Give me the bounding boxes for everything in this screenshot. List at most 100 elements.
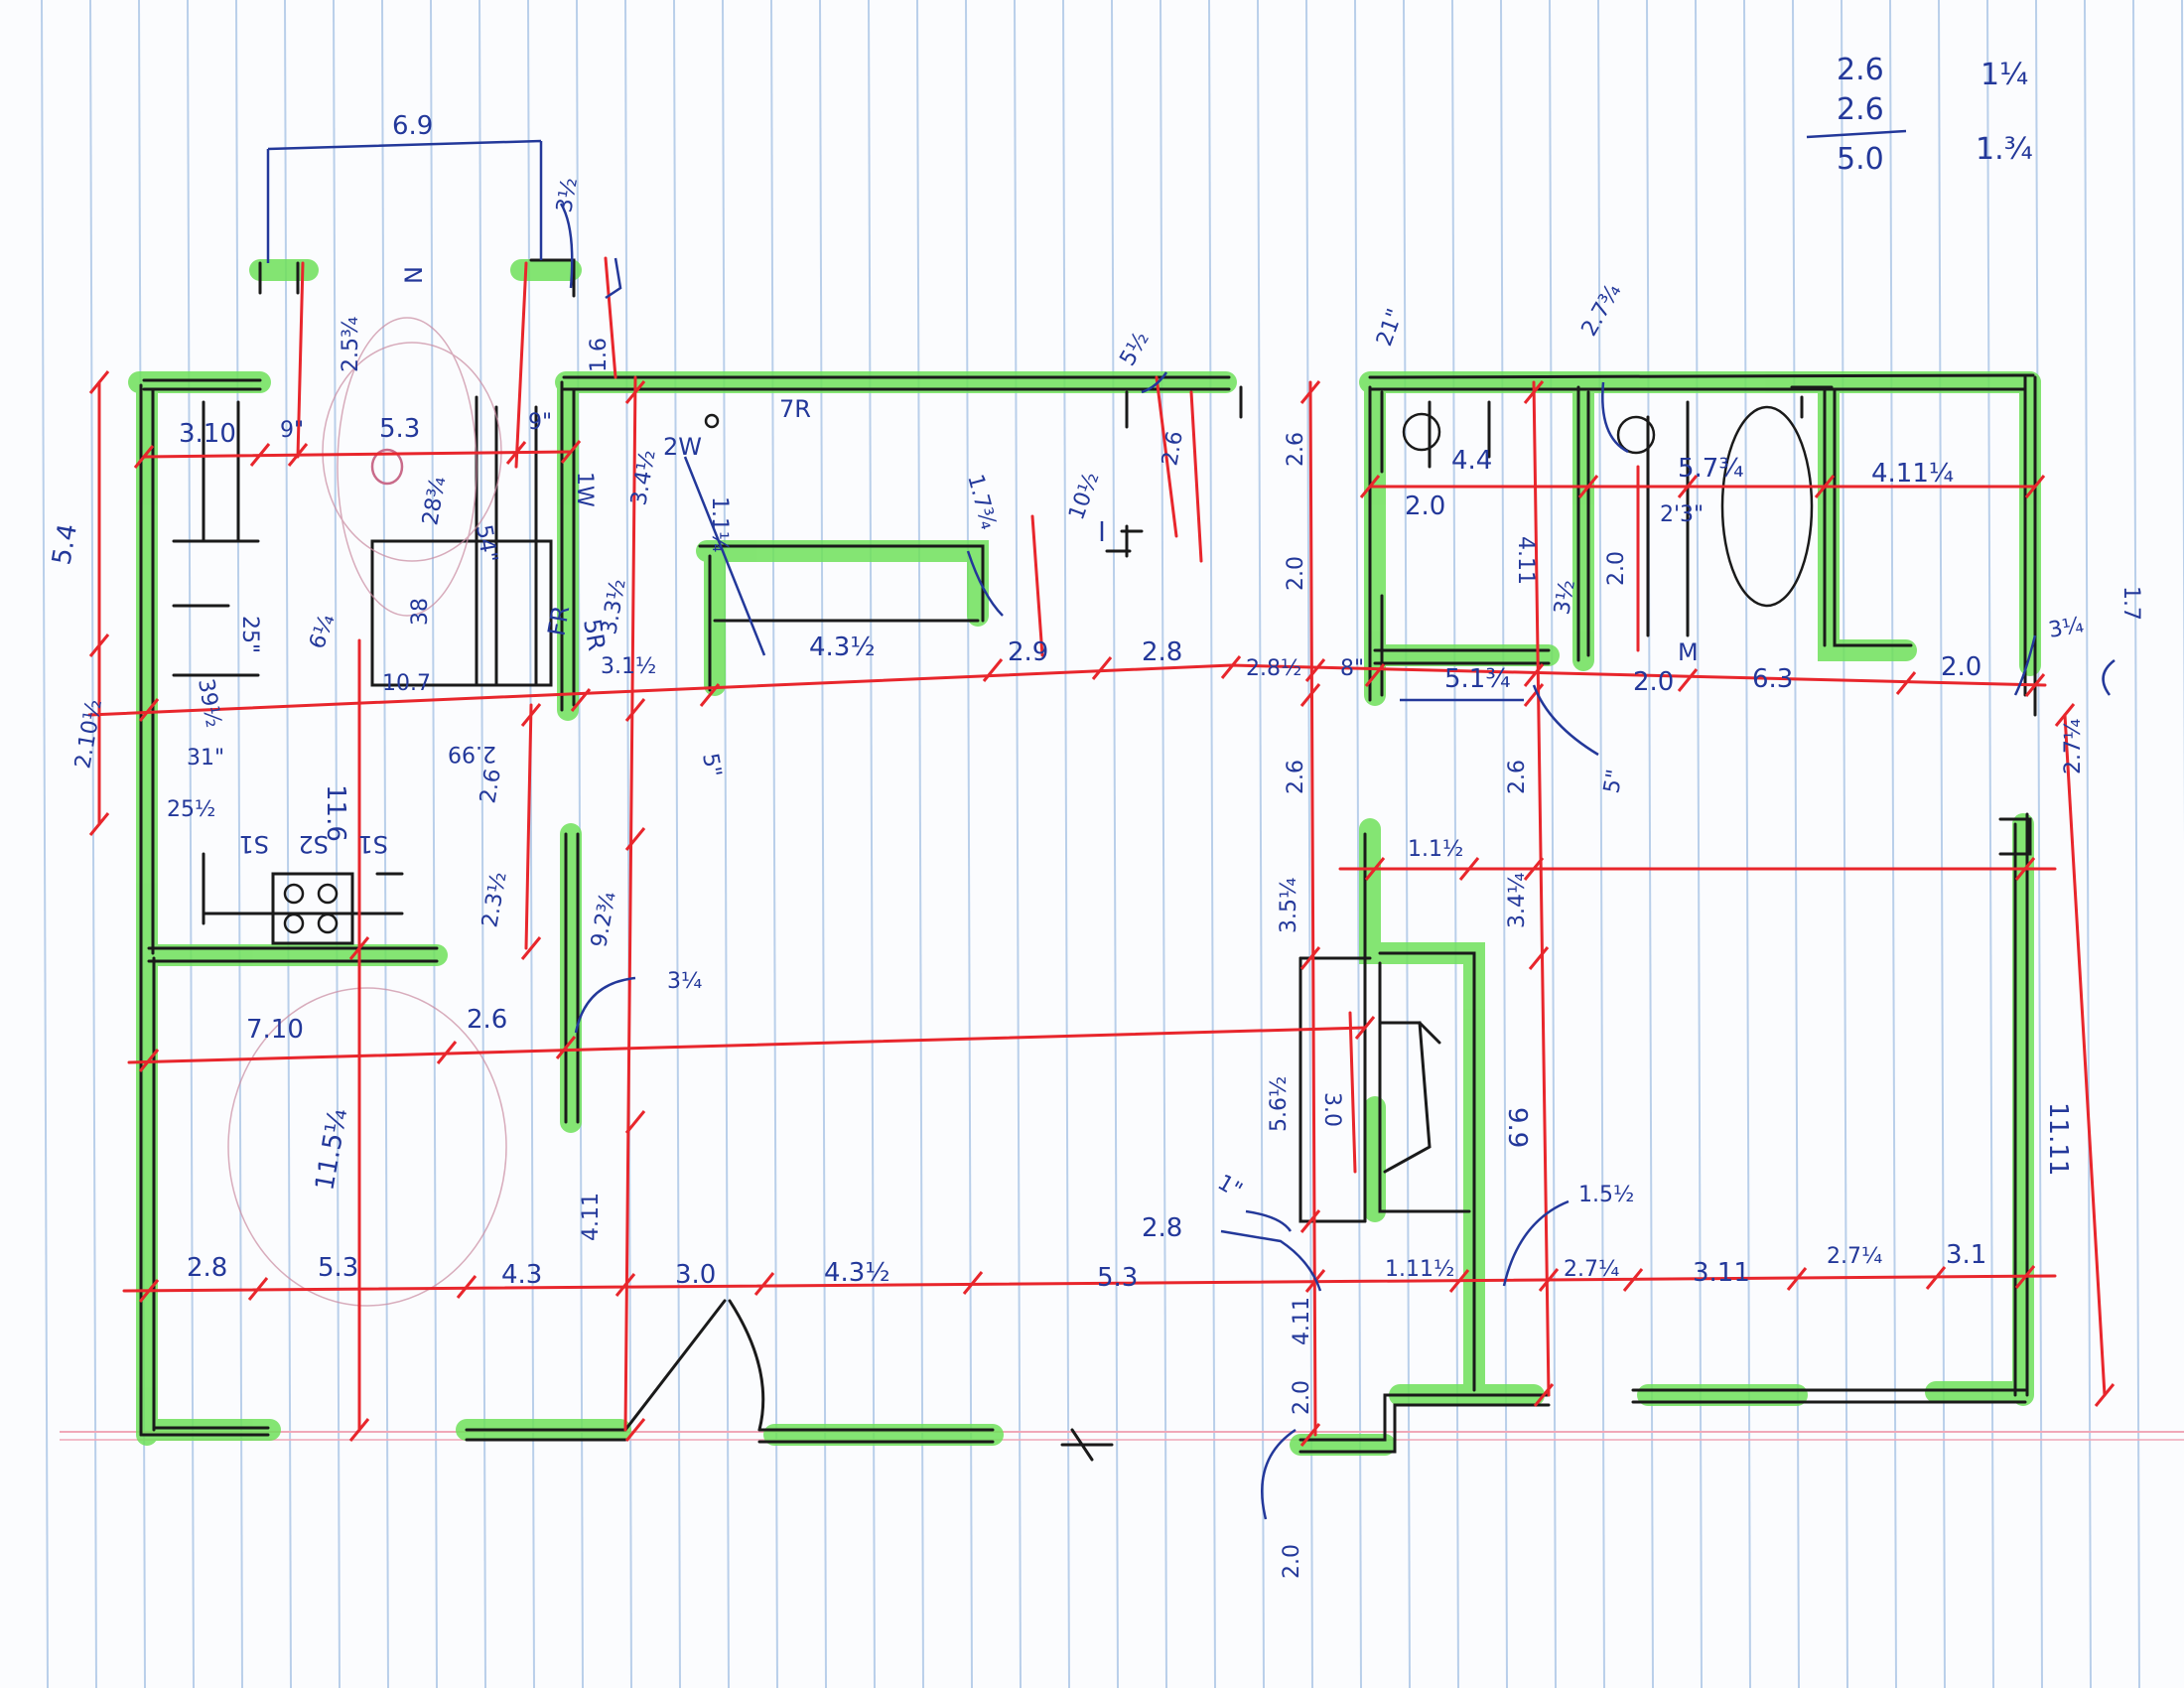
dimension-tick xyxy=(348,1418,370,1442)
dim-label: 6.3 xyxy=(1752,664,1793,694)
dim-label: 2.6 xyxy=(1505,760,1530,794)
leader-2-0-tail xyxy=(1261,1428,1297,1520)
dimension-tick xyxy=(247,1277,269,1301)
leader-3-1-4 xyxy=(574,976,636,1034)
dimension-tick xyxy=(2014,1265,2036,1289)
dim-label: 2.8 xyxy=(187,1253,227,1283)
dim-label: 11.5¼ xyxy=(310,1106,353,1193)
leader-1-5-half xyxy=(1502,1199,1570,1287)
pencil-scribbles xyxy=(227,317,507,1307)
dimension-tick xyxy=(456,1275,478,1299)
dimension-tick xyxy=(1220,655,1242,679)
dimension-tick xyxy=(520,703,542,727)
leader-2-7-3-4 xyxy=(1601,381,1629,454)
kitchen-cabinets-south xyxy=(202,852,404,925)
wall-north-left xyxy=(142,378,262,391)
dimension-tick xyxy=(348,936,370,960)
rule-line xyxy=(1792,0,1800,1688)
dim-label: 25½ xyxy=(167,797,215,822)
rule-line xyxy=(2181,0,2184,845)
calc-line-2: 2.6 xyxy=(1837,92,1884,127)
dim-label: 5.4 xyxy=(47,521,83,567)
rule-line xyxy=(916,0,924,1688)
calc-underline xyxy=(1806,129,1907,139)
dim-label: 2.8 xyxy=(1142,1213,1182,1243)
dimension-tick xyxy=(982,658,1004,682)
dim-label: 4.3 xyxy=(501,1260,542,1290)
dimension-tick xyxy=(1091,656,1113,680)
north-stair-stub-left xyxy=(258,261,300,295)
dimension-tick xyxy=(1895,671,1917,695)
dimension-tick xyxy=(624,1418,646,1442)
dim-label: 9" xyxy=(280,418,304,443)
north-stair-stub-right xyxy=(529,258,576,298)
leader-5-half xyxy=(1141,371,1168,394)
wall-bath-east xyxy=(1823,387,1913,647)
dimension-tick xyxy=(2054,703,2076,727)
leader-1-6 xyxy=(605,257,622,300)
dim-line-vert-fp xyxy=(1348,1011,1357,1174)
rule-line xyxy=(868,0,876,1688)
dim-label: 4.4 xyxy=(1451,446,1492,476)
dim-line-vert-hall xyxy=(623,375,637,1432)
dim-label: 2.0 xyxy=(1604,551,1629,586)
wall-bath-west xyxy=(1368,385,1384,702)
highlight-laundry-box xyxy=(696,540,989,627)
dim-label: 3.5¼ xyxy=(1277,878,1301,933)
dim-label: 5.6½ xyxy=(1267,1076,1292,1132)
dimension-tick xyxy=(249,443,271,467)
rule-line xyxy=(2084,0,2092,1688)
rule-line xyxy=(381,0,389,1688)
dim-label: 3.0 xyxy=(1319,1092,1344,1127)
dim-label: 3.11 xyxy=(1693,1258,1750,1288)
dimension-tick xyxy=(1925,1266,1947,1290)
leader-lines xyxy=(266,129,2116,1520)
dimension-tick xyxy=(1359,475,1381,498)
leader-1in xyxy=(1245,1209,1293,1232)
dim-label: 2.6 xyxy=(1158,429,1188,468)
dimension-tick xyxy=(1622,1268,1644,1292)
dimension-tick xyxy=(2014,857,2036,881)
dim-label: 8" xyxy=(1340,656,1364,681)
dim-label: 2.9 xyxy=(1008,637,1048,667)
walls xyxy=(139,258,2037,1462)
dim-label: 7.10 xyxy=(246,1015,304,1045)
dim-label: 2.10½ xyxy=(70,697,107,771)
tub-icon xyxy=(1720,405,1814,608)
washer-label: 2W xyxy=(663,433,702,461)
dim-label: 11.6 xyxy=(321,784,350,842)
rule-line xyxy=(430,0,438,1688)
dim-line-vert-laundry xyxy=(1030,514,1044,657)
rule-line xyxy=(1938,0,1946,1688)
dimension-tick xyxy=(699,683,721,707)
dim-label: 5" xyxy=(1599,768,1628,795)
dim-label: 9.9 xyxy=(1502,1107,1532,1148)
rule-line xyxy=(187,0,195,1688)
note-5r: 5R xyxy=(578,617,611,652)
dim-label: 2.0 xyxy=(1941,652,1981,682)
rule-line xyxy=(819,0,827,1688)
dim-line-north-stub xyxy=(604,256,617,379)
wall-south-left xyxy=(139,1426,270,1437)
dimension-tick xyxy=(570,688,592,712)
dim-label: 28¾ xyxy=(418,475,451,527)
dim-label: 2.6 xyxy=(1284,760,1308,794)
dimension-tick xyxy=(436,1041,458,1064)
dimension-tick xyxy=(1814,475,1836,498)
dim-label: 3.0 xyxy=(675,1260,716,1290)
rule-line xyxy=(1014,0,1022,1688)
dimension-tick xyxy=(1448,1269,1470,1293)
dimension-tick xyxy=(1528,946,1550,970)
dimension-tick xyxy=(1523,663,1545,687)
rule-line xyxy=(284,0,292,1688)
rule-line xyxy=(89,0,97,1688)
dim-label: 3½ xyxy=(1550,578,1580,617)
rule-line xyxy=(1111,0,1119,1688)
kitchen-sink-label: S2 xyxy=(298,830,329,858)
dim-label: 4.11 xyxy=(579,1193,604,1241)
dim-label: 1.1½ xyxy=(1408,837,1463,862)
dim-label: 1.1¼ xyxy=(707,496,732,552)
dim-label: 2.0 xyxy=(1280,1544,1304,1579)
dim-label: 4.11¼ xyxy=(1871,459,1954,489)
dimension-tick xyxy=(1299,380,1321,404)
